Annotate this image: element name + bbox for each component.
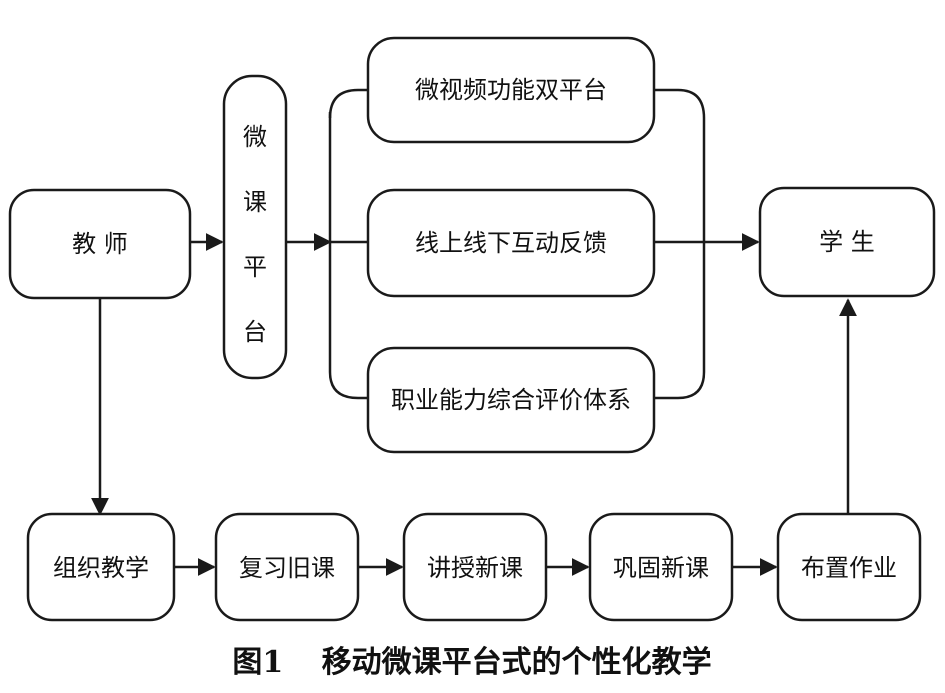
dual-platform-label: 微视频功能双平台	[415, 76, 607, 104]
organize-box	[26, 512, 176, 622]
branch-bottom-left	[328, 371, 368, 400]
dual-platform-box	[366, 36, 656, 144]
branch-top-right	[654, 88, 706, 400]
figure-caption-title: 移动微课平台式的个性化教学	[322, 645, 712, 680]
evaluation-label: 职业能力综合评价体系	[391, 386, 631, 414]
figure-caption-label: 图1	[232, 645, 283, 680]
assign-box	[776, 512, 922, 622]
student-box	[758, 186, 936, 298]
consolidate-box	[588, 512, 734, 622]
online-offline-box	[366, 188, 656, 298]
branch-top-left	[328, 88, 368, 119]
platform-char-2: 课	[243, 188, 267, 216]
online-offline-label: 线上线下互动反馈	[415, 229, 607, 257]
teacher-label: 教 师	[72, 230, 128, 258]
consolidate-label: 巩固新课	[613, 554, 709, 582]
platform-char-1: 微	[243, 123, 267, 151]
platform-char-3: 平	[243, 253, 267, 281]
assign-label: 布置作业	[801, 554, 897, 582]
review-label: 复习旧课	[239, 554, 335, 582]
figure-caption: 图1 移动微课平台式的个性化教学	[232, 645, 711, 680]
teach-new-label: 讲授新课	[427, 554, 523, 582]
student-label: 学 生	[819, 228, 875, 256]
platform-box	[222, 74, 288, 380]
teacher-box	[8, 188, 192, 300]
teach-new-box	[402, 512, 548, 622]
platform-char-4: 台	[243, 318, 267, 346]
evaluation-box	[366, 346, 656, 454]
organize-label: 组织教学	[53, 554, 149, 582]
review-box	[214, 512, 360, 622]
